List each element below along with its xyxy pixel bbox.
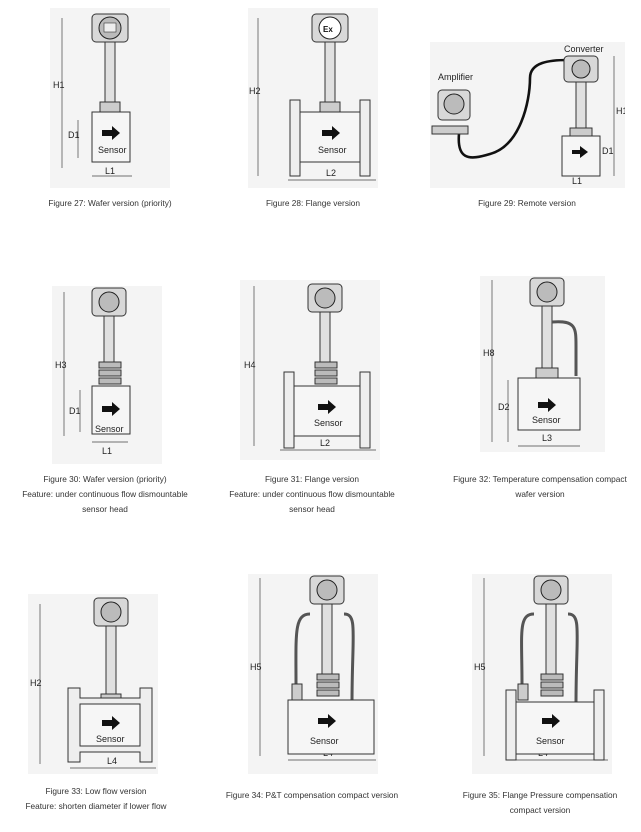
- amplifier-label: Amplifier: [438, 72, 473, 82]
- caption-27: Figure 27: Wafer version (priority): [48, 198, 172, 208]
- dim-h1: H1: [53, 80, 65, 90]
- figure-34-drawing: H5 L4 Sensor: [248, 574, 378, 774]
- dim-h5: H5: [250, 662, 262, 672]
- dim-h1: H1: [616, 106, 625, 116]
- dim-l1: L1: [105, 166, 115, 176]
- figure-28-drawing: H2 L2 Ex Sensor: [248, 8, 378, 188]
- flow-arrow-icon: [318, 714, 336, 728]
- sensor-label: Sensor: [96, 734, 125, 744]
- dim-h8: H8: [483, 348, 495, 358]
- flow-arrow-icon: [538, 398, 556, 412]
- flow-arrow-icon: [102, 126, 120, 140]
- caption-28: Figure 28: Flange version: [265, 198, 361, 208]
- dim-d1: D1: [602, 146, 614, 156]
- figure-31-drawing: H4 L2 Sensor: [240, 280, 380, 460]
- flow-arrow-icon: [102, 716, 120, 730]
- figure-33-drawing: H2 L4 Sensor: [28, 594, 158, 774]
- dim-l1: L1: [572, 176, 582, 186]
- sensor-label: Sensor: [318, 145, 347, 155]
- caption-31: Figure 31: Flange version Feature: under…: [229, 474, 395, 514]
- dim-h2: H2: [30, 678, 42, 688]
- dim-d1: D1: [68, 130, 80, 140]
- figure-29: Converter Amplifier H1 D1 L1 Figure 29: …: [430, 42, 625, 208]
- caption-34: Figure 34: P&T compensation compact vers…: [225, 790, 399, 800]
- dim-d2: D2: [498, 402, 510, 412]
- figure-31: H4 L2 Sensor Figure 31: Flange version F…: [229, 280, 395, 514]
- converter-label: Converter: [564, 44, 604, 54]
- figure-35-drawing: H5 L4 Sensor: [472, 574, 612, 774]
- figure-34: H5 L4 Sensor Figure 34: P&T compensation…: [226, 574, 398, 800]
- figure-32-drawing: H8 D2 L3 Sensor: [480, 276, 605, 452]
- flow-arrow-icon: [322, 126, 340, 140]
- dim-h5: H5: [474, 662, 486, 672]
- dim-h4: H4: [244, 360, 256, 370]
- caption-35: Figure 35: Flange Pressure compensation …: [462, 790, 618, 815]
- dim-h2: H2: [249, 86, 261, 96]
- sensor-label: Sensor: [310, 736, 339, 746]
- figure-27: H1 D1 L1 Sensor Figure 27: Wafer version…: [48, 8, 172, 208]
- dim-d1: D1: [69, 406, 81, 416]
- sensor-label: Sensor: [95, 424, 124, 434]
- sensor-label: Sensor: [98, 145, 127, 155]
- caption-29: Figure 29: Remote version: [478, 198, 576, 208]
- dim-l1: L1: [102, 446, 112, 456]
- dim-l2: L2: [320, 438, 330, 448]
- flow-arrow-icon: [102, 402, 120, 416]
- caption-30: Figure 30: Wafer version (priority) Feat…: [22, 474, 188, 514]
- flow-arrow-icon: [318, 400, 336, 414]
- sensor-label: Sensor: [536, 736, 565, 746]
- dim-l2: L2: [326, 168, 336, 178]
- figure-32: H8 D2 L3 Sensor Figure 32: Temperature c…: [453, 276, 627, 499]
- caption-33: Figure 33: Low flow version Feature: sho…: [25, 786, 167, 811]
- caption-32: Figure 32: Temperature compensation comp…: [453, 474, 627, 499]
- figure-28: H2 L2 Ex Sensor Figure 28: Flange versio…: [248, 8, 378, 208]
- figure-30: H3 D1 L1 Sensor Figure 30: Wafer version…: [22, 286, 188, 514]
- figure-35: H5 L4 Sensor Figure 35: Flange Pressure …: [463, 574, 617, 815]
- figure-29-drawing: Converter Amplifier H1 D1 L1: [430, 42, 625, 188]
- dim-h3: H3: [55, 360, 67, 370]
- figure-30-drawing: H3 D1 L1 Sensor: [52, 286, 162, 464]
- flow-arrow-icon: [572, 146, 588, 158]
- sensor-label: Sensor: [532, 415, 561, 425]
- dim-l4: L4: [107, 756, 117, 766]
- flow-arrow-icon: [542, 714, 560, 728]
- dim-l3: L3: [542, 433, 552, 443]
- ex-badge: Ex: [323, 25, 333, 34]
- sensor-label: Sensor: [314, 418, 343, 428]
- figure-33: H2 L4 Sensor Figure 33: Low flow version…: [25, 594, 167, 811]
- figure-27-drawing: H1 D1 L1 Sensor: [50, 8, 170, 188]
